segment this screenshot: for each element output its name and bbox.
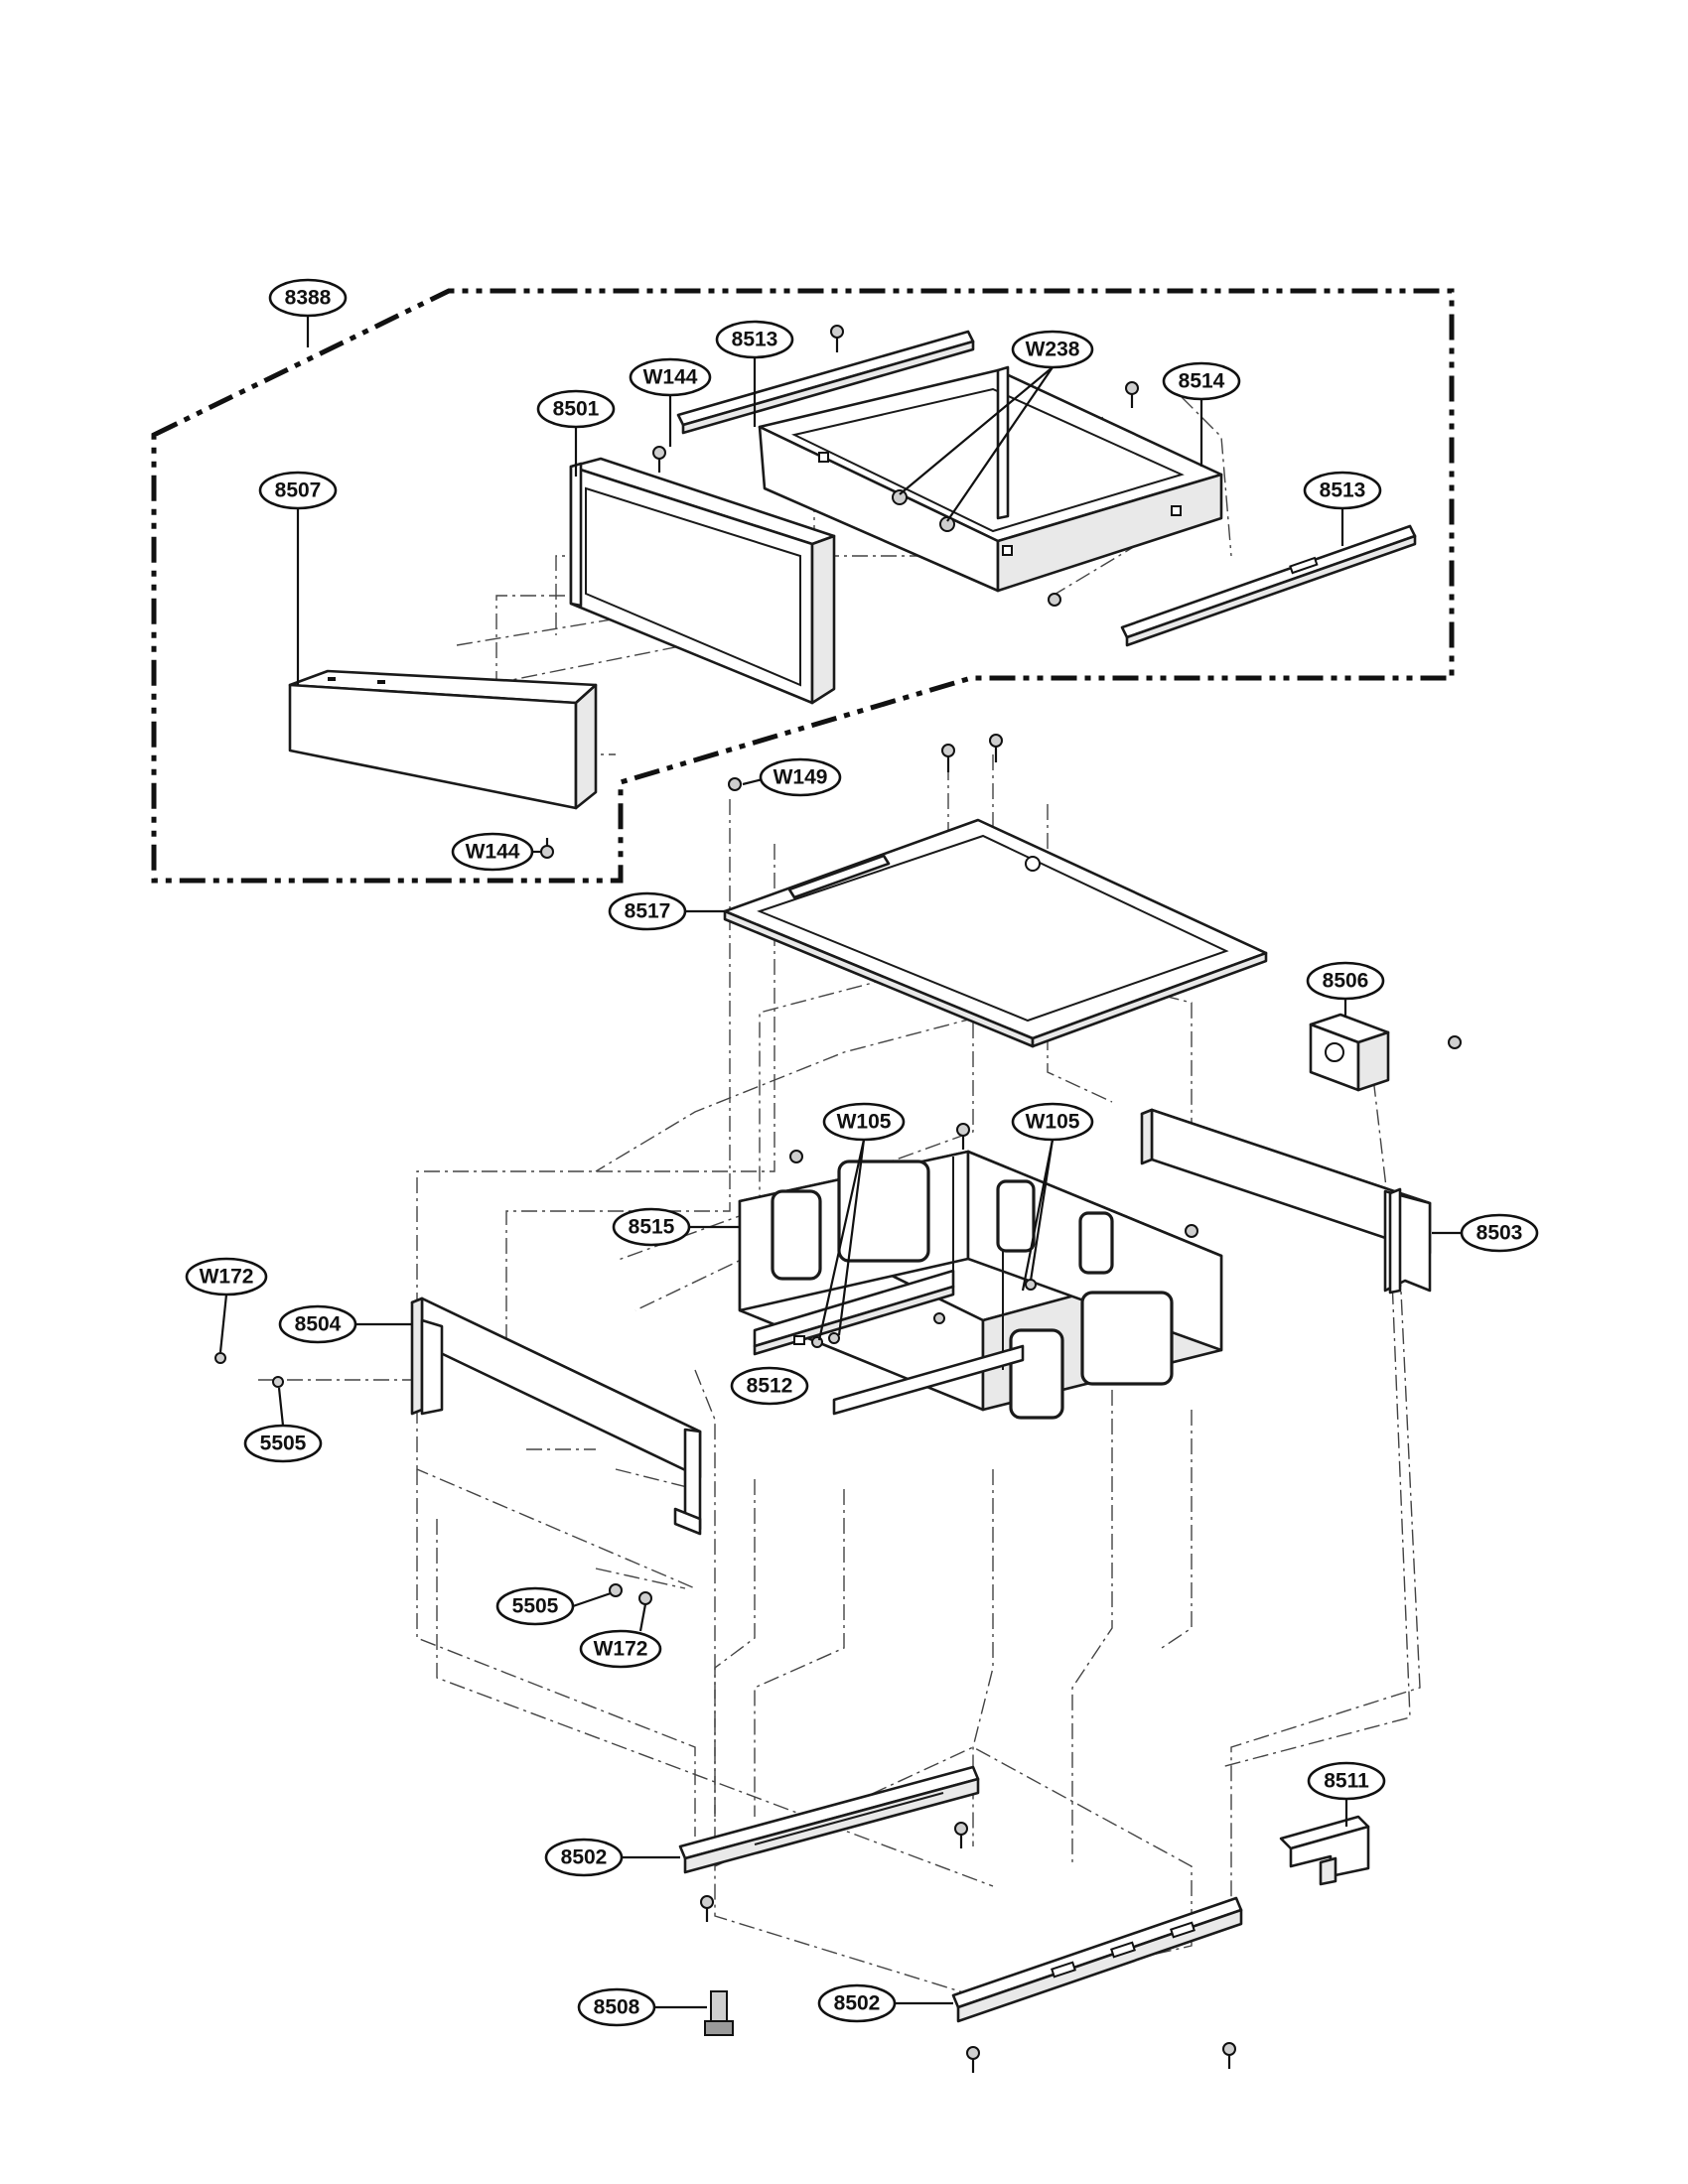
drawer-frame-8501 [569,457,836,705]
callout-w172-bottom: W172 [579,1629,662,1669]
screw-icon [966,2046,980,2073]
drawer-front-panel-8507 [288,669,598,810]
svg-text:W144: W144 [643,366,698,389]
svg-text:8507: 8507 [275,479,322,502]
callout-8515: 8515 [612,1207,691,1247]
svg-text:W238: W238 [1026,339,1080,361]
callout-5505-top: 5505 [243,1424,323,1463]
screw-icon [1125,381,1139,408]
callout-8513-top: 8513 [715,320,794,359]
callout-8388: 8388 [268,278,348,318]
screw-icon [811,1336,823,1348]
screw-icon [954,1822,968,1848]
screw-icon [941,744,955,772]
screw-icon [828,1332,840,1344]
callout-8514: 8514 [1162,361,1241,401]
svg-text:8514: 8514 [1179,370,1225,393]
svg-text:5505: 5505 [260,1433,307,1455]
screw-icon [989,734,1003,762]
chassis-box-8515 [738,1150,1223,1420]
drawer-tub-8514 [758,365,1223,593]
svg-text:8504: 8504 [295,1313,342,1336]
svg-text:W105: W105 [837,1111,892,1134]
base-rail-8502-left [678,1765,980,1874]
svg-text:8512: 8512 [747,1375,793,1398]
screw-icon [540,838,554,859]
callout-w144-bottom: W144 [451,832,534,872]
screw-icon [1185,1224,1198,1238]
svg-text:8515: 8515 [629,1216,675,1239]
svg-text:8513: 8513 [1320,479,1366,502]
side-rail-8504 [410,1297,702,1536]
screw-icon [892,489,908,505]
side-rail-8503 [1140,1108,1432,1295]
screws [214,325,1462,2073]
callout-w149: W149 [759,757,842,797]
screw-icon [272,1376,284,1388]
bracket-8506 [1309,1013,1390,1092]
callout-w172-top: W172 [185,1257,268,1297]
svg-text:8501: 8501 [553,398,600,421]
callout-8503: 8503 [1460,1213,1539,1253]
callout-8508: 8508 [577,1987,656,2027]
screw-icon [700,1895,714,1922]
svg-text:W172: W172 [594,1638,648,1661]
screw-icon [830,325,844,352]
svg-text:8506: 8506 [1323,970,1369,993]
screw-icon [638,1591,652,1605]
screw-icon [789,1150,803,1163]
callout-w238: W238 [1011,330,1094,369]
callout-8502-left: 8502 [544,1838,624,1877]
callout-8501: 8501 [536,389,616,429]
svg-text:8511: 8511 [1324,1770,1369,1793]
callout-8513-right: 8513 [1303,471,1382,510]
svg-text:8503: 8503 [1477,1222,1523,1245]
callout-8517: 8517 [608,891,687,931]
drawer-assembly-boundary [151,288,1455,884]
screw-icon [1448,1035,1462,1049]
callout-8512: 8512 [730,1366,809,1406]
callout-5505-bottom: 5505 [495,1586,575,1626]
leader-lines [218,316,1462,2009]
base-rail-8502-right [951,1896,1243,2023]
slide-rail-8513-right [1120,524,1417,647]
svg-text:W149: W149 [774,766,828,789]
svg-text:8502: 8502 [561,1846,608,1869]
svg-text:W105: W105 [1026,1111,1080,1134]
callout-w144-top: W144 [629,357,712,397]
callout-8506: 8506 [1306,961,1385,1001]
bracket-8511 [1279,1815,1370,1886]
callout-w105-left: W105 [822,1102,906,1142]
svg-text:8502: 8502 [834,1992,881,2015]
svg-text:5505: 5505 [512,1595,559,1618]
svg-text:8513: 8513 [732,329,778,351]
screw-icon [652,446,666,473]
screw-icon [1222,2042,1236,2069]
leveling-foot-8508 [704,1990,734,2036]
screw-icon [1048,593,1061,607]
screw-icon [728,777,742,791]
screw-icon [609,1583,623,1597]
screw-icon [1025,1279,1037,1291]
callout-8504: 8504 [278,1304,357,1344]
bracket-8512 [753,1269,1025,1416]
svg-text:8388: 8388 [285,287,332,310]
svg-text:8508: 8508 [594,1996,640,2019]
screw-icon [939,516,955,532]
callout-8511: 8511 [1307,1761,1386,1801]
callout-8502-right: 8502 [817,1983,897,2023]
callout-w105-right: W105 [1011,1102,1094,1142]
callout-8507: 8507 [258,471,338,510]
svg-text:8517: 8517 [625,900,671,923]
top-plate-8517 [723,818,1268,1048]
screw-icon [933,1312,945,1324]
svg-text:W172: W172 [200,1266,254,1289]
screw-icon [956,1123,970,1150]
svg-text:W144: W144 [466,841,520,864]
screw-icon [214,1352,226,1364]
